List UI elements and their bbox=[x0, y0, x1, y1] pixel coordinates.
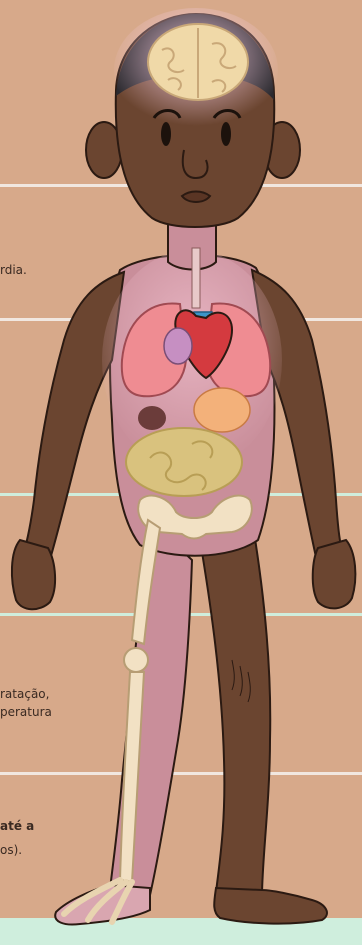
left-foot bbox=[214, 888, 327, 924]
brain-icon bbox=[148, 24, 248, 100]
trachea bbox=[192, 248, 200, 308]
left-hand bbox=[313, 540, 356, 608]
right-hand bbox=[12, 540, 55, 609]
right-arm bbox=[22, 272, 124, 566]
purple-organ bbox=[164, 328, 192, 364]
left-leg bbox=[200, 520, 270, 896]
intestines bbox=[126, 428, 242, 496]
orange-organ bbox=[194, 388, 250, 432]
knee bbox=[124, 648, 148, 672]
kidney bbox=[138, 406, 166, 430]
mouth bbox=[182, 192, 210, 203]
